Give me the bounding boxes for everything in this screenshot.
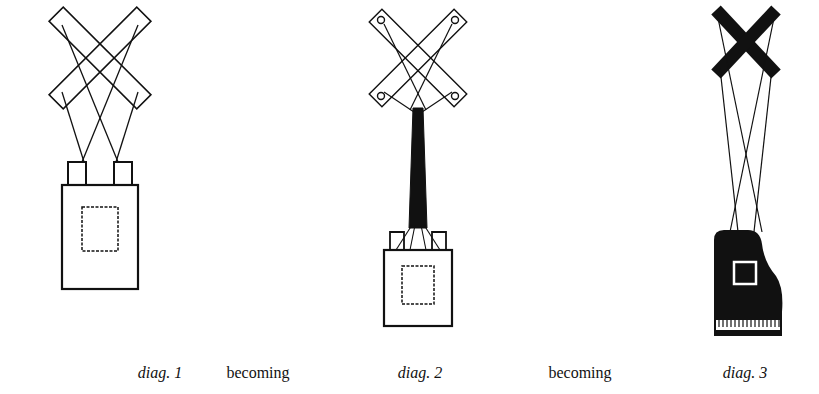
piano-key bbox=[754, 320, 755, 327]
piano-key bbox=[762, 320, 763, 327]
piano-key bbox=[734, 320, 735, 327]
piano-key bbox=[726, 320, 727, 327]
piano-key bbox=[778, 320, 779, 327]
piano-key bbox=[774, 320, 775, 327]
piano-key bbox=[730, 320, 731, 327]
piano-key bbox=[750, 320, 751, 327]
transition-word: becoming bbox=[548, 364, 611, 382]
figure-caption: diag. 1 bbox=[138, 364, 182, 382]
figure-caption: diag. 3 bbox=[723, 364, 767, 382]
piano-key bbox=[746, 320, 747, 327]
diagram-two bbox=[369, 9, 467, 326]
figure-caption: diag. 2 bbox=[398, 364, 442, 382]
diagram-three bbox=[714, 10, 782, 336]
diagram-one bbox=[49, 7, 151, 289]
piano-key bbox=[770, 320, 771, 327]
piano-key bbox=[742, 320, 743, 327]
piano-key bbox=[766, 320, 767, 327]
piano-key bbox=[738, 320, 739, 327]
piano-key bbox=[722, 320, 723, 327]
transition-word: becoming bbox=[226, 364, 289, 382]
piano-key bbox=[718, 320, 719, 327]
piano-key bbox=[758, 320, 759, 327]
